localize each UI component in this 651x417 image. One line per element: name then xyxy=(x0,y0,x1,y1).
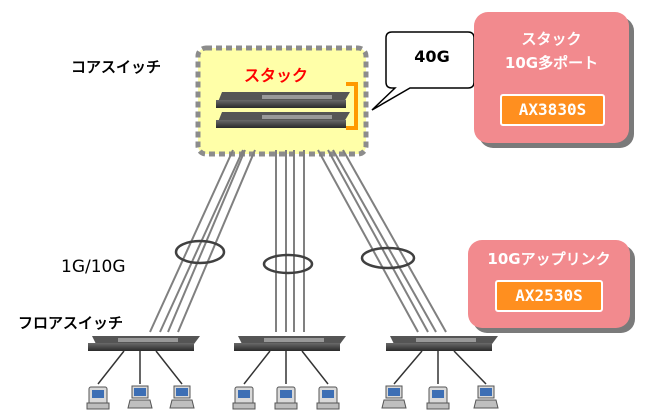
stack-bracket xyxy=(346,82,358,130)
core-switch-label: コアスイッチ xyxy=(71,58,162,76)
core-info-title-1: スタック xyxy=(521,30,582,48)
client-pc-icon xyxy=(381,385,407,409)
stack-link-bubble xyxy=(371,31,475,111)
floor-switch-1 xyxy=(88,336,200,351)
client-cables xyxy=(97,350,487,385)
floor-switch-2 xyxy=(234,336,346,351)
stack-label: スタック xyxy=(244,66,309,85)
client-pc-icon xyxy=(127,385,153,409)
client-pc-icon xyxy=(169,385,195,409)
core-switch-2 xyxy=(216,112,350,128)
floor-model-badge: AX2530S xyxy=(495,280,603,312)
core-switch-1 xyxy=(216,92,350,108)
floor-info-title: 10Gアップリンク xyxy=(487,250,611,268)
floor-info-box: 10Gアップリンク AX2530S xyxy=(468,240,630,328)
floor-switch-3 xyxy=(386,336,498,351)
client-pc-icon xyxy=(86,386,110,410)
client-pc-icon xyxy=(316,386,340,410)
core-info-box: スタック 10G多ポート AX3830S xyxy=(474,12,629,143)
client-pc-icon xyxy=(232,386,256,410)
link-speed-label: 1G/10G xyxy=(61,257,126,277)
floor-switch-label: フロアスイッチ xyxy=(18,314,124,332)
core-model-badge: AX3830S xyxy=(500,94,605,126)
stack-link-speed: 40G xyxy=(414,47,450,66)
link-aggregation-loops xyxy=(174,239,416,275)
client-pc-icon xyxy=(274,386,298,410)
core-info-title-2: 10G多ポート xyxy=(504,54,599,72)
client-pc-icon xyxy=(473,385,499,409)
client-pc-icon xyxy=(426,386,450,410)
